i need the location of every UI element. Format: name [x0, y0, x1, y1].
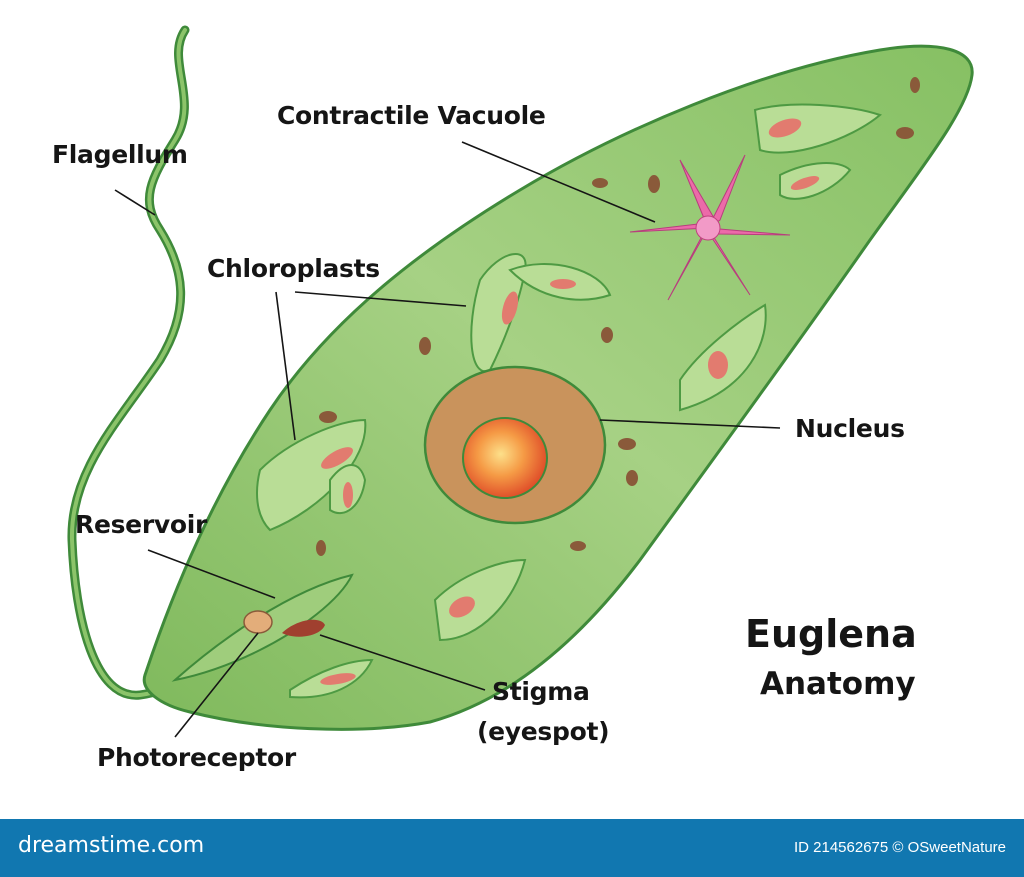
pyrenoids: [320, 118, 820, 685]
label-stigma-eyespot: (eyespot): [477, 717, 610, 746]
nucleolus: [462, 417, 548, 499]
title-anatomy: Anatomy: [760, 666, 916, 702]
label-contractile-vacuole: Contractile Vacuole: [277, 101, 546, 130]
granules: [316, 77, 920, 556]
label-stigma: Stigma: [492, 677, 590, 706]
euglena-diagram: [67, 25, 974, 738]
footer-bar: dreamstime.com ID 214562675 © OSweetNatu…: [0, 819, 1024, 877]
label-reservoir: Reservoir: [75, 510, 208, 539]
brand-logo[interactable]: dreamstime.com: [18, 833, 205, 858]
label-flagellum: Flagellum: [52, 140, 188, 169]
contractile-vacuole: [629, 154, 791, 301]
stigma: [282, 619, 325, 637]
photoreceptor: [243, 610, 273, 634]
label-chloroplasts: Chloroplasts: [207, 254, 380, 283]
title-euglena: Euglena: [745, 612, 917, 656]
label-nucleus: Nucleus: [795, 414, 905, 443]
leader-lines: [114, 141, 781, 738]
label-photoreceptor: Photoreceptor: [97, 743, 296, 772]
image-credit: ID 214562675 © OSweetNature: [793, 839, 1006, 856]
